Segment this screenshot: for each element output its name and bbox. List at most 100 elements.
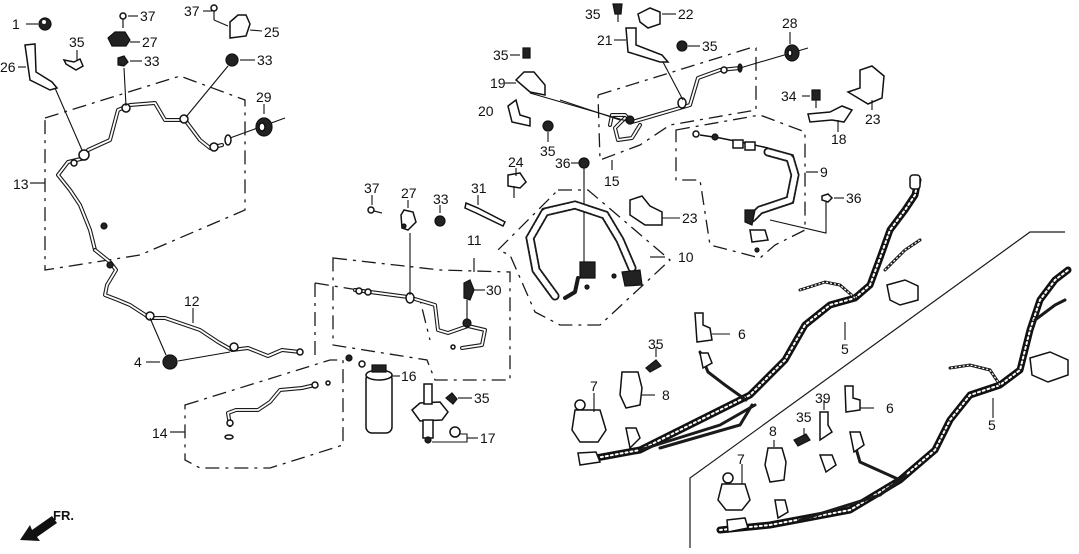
part-33-nut-a: [117, 55, 142, 107]
callout-22[interactable]: 22: [678, 6, 694, 22]
callout-35[interactable]: 35: [69, 34, 85, 50]
callout-5[interactable]: 5: [988, 417, 996, 433]
callout-35[interactable]: 35: [474, 390, 490, 406]
part-30-switch: [462, 279, 485, 328]
part-37-bolt-c: [367, 195, 383, 214]
wire-harness-5a: [592, 174, 922, 462]
callout-18[interactable]: 18: [831, 131, 847, 147]
callout-6[interactable]: 6: [738, 326, 746, 342]
callout-12[interactable]: 12: [184, 293, 200, 309]
harness-b-outline: [689, 231, 1065, 548]
callout-5[interactable]: 5: [841, 341, 849, 357]
callout-7[interactable]: 7: [590, 378, 598, 394]
part-33-nut-b: [185, 53, 255, 118]
callout-39[interactable]: 39: [815, 390, 831, 406]
part-20-clip: [507, 98, 531, 127]
part-35-bolt-c: [612, 3, 623, 22]
callout-35[interactable]: 35: [648, 336, 664, 352]
callout-15[interactable]: 15: [604, 173, 620, 189]
part-34-bolt: [802, 89, 821, 108]
callout-16[interactable]: 16: [401, 368, 417, 384]
part-7-sensor-b: [717, 464, 789, 533]
part-37-bolt-a: [119, 12, 138, 28]
brake-hose-9: [692, 130, 800, 253]
callout-4[interactable]: 4: [134, 354, 142, 370]
callout-8[interactable]: 8: [662, 387, 670, 403]
callout-23[interactable]: 23: [682, 210, 698, 226]
brake-pipe-15: [529, 63, 743, 142]
callout-14[interactable]: 14: [152, 425, 168, 441]
callout-37[interactable]: 37: [364, 180, 380, 196]
callout-29[interactable]: 29: [256, 89, 272, 105]
callout-35[interactable]: 35: [585, 6, 601, 22]
callout-21[interactable]: 21: [597, 32, 613, 48]
callout-17[interactable]: 17: [480, 430, 496, 446]
part-37-bolt-b: [203, 4, 218, 20]
callout-27[interactable]: 27: [401, 185, 417, 201]
front-arrow-icon: [20, 516, 57, 541]
callout-35[interactable]: 35: [702, 38, 718, 54]
callout-36[interactable]: 36: [555, 155, 571, 171]
callout-30[interactable]: 30: [486, 282, 502, 298]
callout-24[interactable]: 24: [508, 154, 524, 170]
callout-13[interactable]: 13: [13, 176, 29, 192]
group-13-outline: [30, 75, 246, 271]
part-16-canister: [345, 354, 400, 434]
callout-10[interactable]: 10: [678, 249, 694, 265]
callout-1[interactable]: 1: [12, 16, 20, 32]
callout-34[interactable]: 34: [781, 88, 797, 104]
grommet-28: [739, 32, 809, 69]
part-7-sensor-a: [571, 393, 641, 466]
callout-33[interactable]: 33: [144, 53, 160, 69]
part-22-clip: [637, 7, 676, 29]
callout-8[interactable]: 8: [769, 423, 777, 439]
group-14-outline: [170, 359, 344, 469]
callout-27[interactable]: 27: [142, 34, 158, 50]
front-label: FR.: [53, 508, 74, 523]
callout-7[interactable]: 7: [737, 451, 745, 467]
callout-35[interactable]: 35: [540, 143, 556, 159]
callout-23[interactable]: 23: [865, 111, 881, 127]
part-26-bracket: [18, 43, 83, 151]
group-9-outline: [675, 114, 818, 259]
brake-pipe-13: [56, 101, 232, 252]
brake-pipe-12: [93, 222, 304, 358]
callout-11[interactable]: 11: [467, 232, 482, 248]
callout-26[interactable]: 26: [0, 59, 16, 75]
part-35-bolt-b: [445, 392, 472, 405]
callout-19[interactable]: 19: [490, 75, 506, 91]
callout-37[interactable]: 37: [184, 3, 200, 19]
part-18-bracket: [807, 105, 854, 132]
callout-37[interactable]: 37: [140, 8, 156, 24]
callout-6[interactable]: 6: [886, 400, 894, 416]
part-36-bolt-b: [769, 193, 844, 234]
part-35-bolt-d: [676, 40, 700, 52]
part-25-clip: [213, 14, 263, 39]
callout-36[interactable]: 36: [846, 190, 862, 206]
callout-35[interactable]: 35: [796, 409, 812, 425]
part-6-connector-a: [694, 312, 730, 370]
callout-9[interactable]: 9: [820, 164, 828, 180]
part-8-sensor-b: [764, 440, 837, 483]
callout-31[interactable]: 31: [471, 180, 487, 196]
part-35-bolt-e: [510, 47, 531, 59]
part-23-clip-a: [629, 195, 680, 226]
callout-25[interactable]: 25: [264, 24, 280, 40]
part-36-bolt-a: [571, 157, 590, 262]
part-27-clamp-b: [400, 200, 417, 295]
group-11-outline: [314, 257, 511, 381]
part-17-valve: [410, 383, 478, 444]
group-15-outline: [597, 47, 757, 170]
callout-28[interactable]: 28: [782, 15, 798, 31]
callout-35[interactable]: 35: [493, 47, 509, 63]
part-19-clip: [505, 71, 546, 96]
part-8-sensor-a: [619, 371, 655, 409]
part-23-clip-b: [846, 65, 885, 110]
callout-33[interactable]: 33: [433, 191, 449, 207]
callout-33[interactable]: 33: [257, 52, 273, 68]
part-27-clamp-a: [107, 31, 140, 47]
callout-labels: 1 37 27 35 33 37 25 33 26 29 13 12 4 14 …: [0, 3, 996, 467]
callout-20[interactable]: 20: [478, 103, 494, 119]
part-6-connector-b: [844, 385, 874, 454]
part-33-nut-c: [434, 205, 446, 227]
